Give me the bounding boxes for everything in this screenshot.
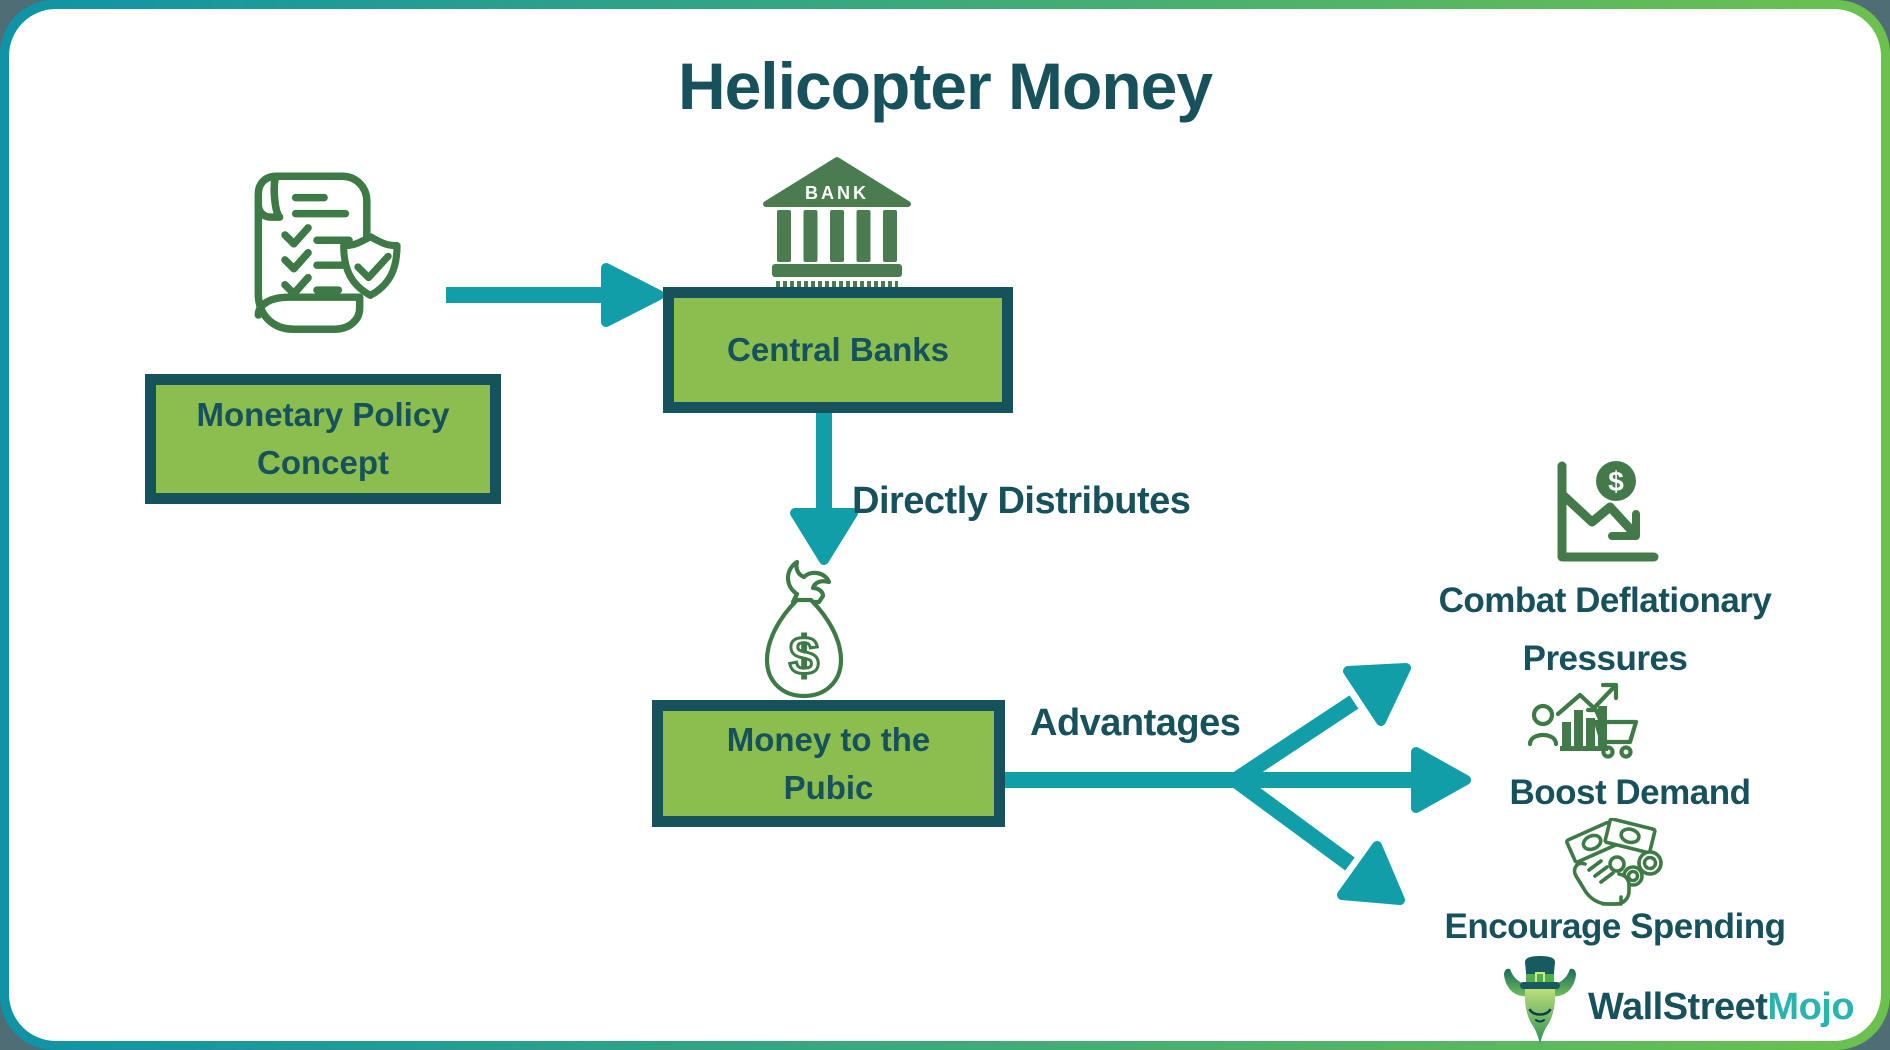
wordmark-mojo: Mojo: [1767, 985, 1855, 1028]
bank-pediment: [763, 157, 911, 207]
wordmark-wallstreet: WallStreet: [1588, 985, 1768, 1028]
advantage-combat-deflation-label: Combat Deflationary Pressures: [1438, 581, 1772, 678]
bank-columns: [772, 210, 902, 277]
wallstreetmojo-wordmark: WallStreetMojo: [1588, 985, 1855, 1029]
directly-distributes-label: Directly Distributes: [852, 480, 1191, 522]
bank-sign-text: BANK: [805, 183, 869, 203]
money-bag-icon: $: [764, 559, 844, 699]
wallstreetmojo-logo: WallStreetMojo: [1500, 954, 1855, 1046]
advantage-boost-demand-label: Boost Demand: [1509, 773, 1751, 812]
advantage-encourage-spending-label: Encourage Spending: [1444, 907, 1786, 946]
coin-dollar-glyph: $: [1608, 466, 1624, 497]
advantages-label: Advantages: [1030, 702, 1241, 744]
frame-inner: [9, 9, 1881, 1041]
demand-bars: [1560, 706, 1608, 751]
policy-scroll-icon: [254, 172, 401, 333]
bank-building-icon: BANK: [763, 157, 911, 287]
dollar-coin: [1596, 461, 1636, 501]
money-to-public-label: Money to the Pubic: [726, 720, 931, 806]
money-to-public-box: Money to the Pubic: [652, 700, 1005, 827]
page-title: Helicopter Money: [677, 49, 1213, 123]
demand-growth-cart-icon: [1528, 682, 1639, 759]
monetary-policy-box: Monetary Policy Concept: [145, 374, 501, 504]
central-banks-box: Central Banks: [663, 287, 1013, 413]
deflation-chart-icon: $: [1557, 461, 1659, 562]
central-banks-label: Central Banks: [727, 331, 949, 369]
monetary-policy-label: Monetary Policy Concept: [196, 396, 450, 481]
wallstreetmojo-bull-icon: [1504, 956, 1576, 1044]
money-bag-dollar-glyph: $: [789, 626, 819, 686]
hand-money-icon: [1565, 818, 1663, 906]
